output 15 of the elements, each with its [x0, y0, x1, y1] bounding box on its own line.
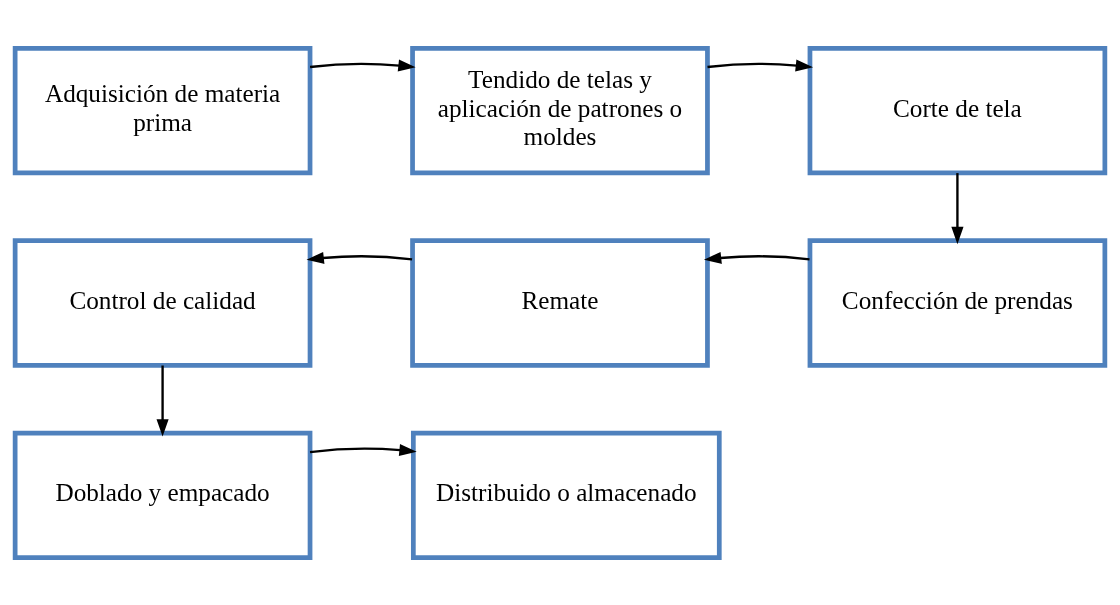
arrow — [703, 251, 810, 264]
arrow — [309, 58, 416, 72]
arrow — [309, 443, 417, 456]
arrow — [306, 251, 413, 264]
node-box: Remate — [410, 237, 710, 368]
node-box: Control de calidad — [12, 237, 313, 368]
node-box: Confección de prendas — [807, 237, 1108, 368]
node-box: Adquisición de materia prima — [12, 45, 313, 175]
node-box: Doblado y empacado — [12, 430, 313, 560]
arrow — [156, 365, 169, 437]
node-box: Distribuido o almacenado — [410, 430, 722, 560]
node-box: Corte de tela — [807, 45, 1108, 175]
arrow — [951, 172, 964, 244]
arrow — [707, 58, 814, 72]
node-box: Tendido de telas y aplicación de patrones o moldes — [410, 45, 710, 175]
